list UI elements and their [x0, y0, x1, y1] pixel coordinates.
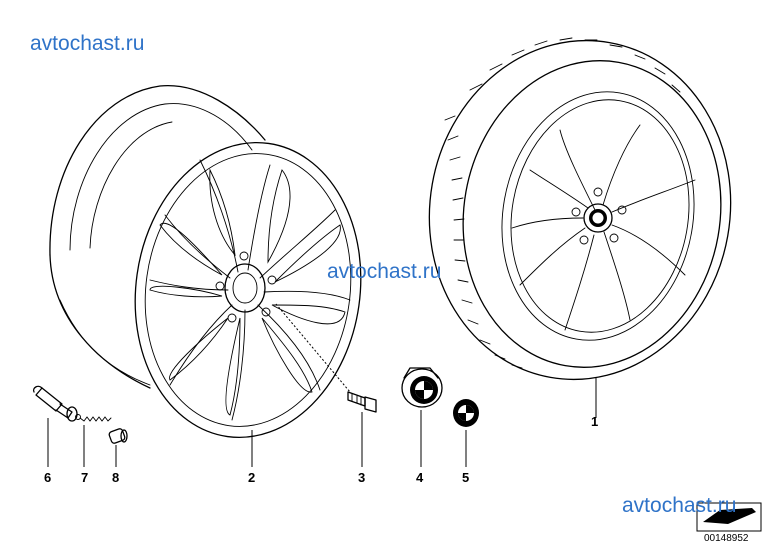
document-number: 00148952	[704, 533, 749, 544]
watermark-top-left: avtochast.ru	[30, 32, 145, 55]
car-silhouette-icon	[696, 502, 762, 532]
leader-lines	[47, 303, 597, 467]
callout-2: 2	[248, 470, 256, 485]
valve-spring-drawing	[75, 414, 112, 422]
callout-1: 1	[591, 414, 599, 429]
valve-cap-drawing	[108, 428, 128, 444]
callout-8: 8	[112, 470, 120, 485]
wheel-bolt-drawing	[347, 391, 377, 413]
tyre-wheel-drawing	[428, 37, 732, 381]
callout-6: 6	[44, 470, 52, 485]
callout-4: 4	[416, 470, 424, 485]
callout-7: 7	[81, 470, 89, 485]
rim-drawing	[49, 84, 362, 439]
emblem-drawing	[453, 399, 479, 427]
watermark-bottom-right: avtochast.ru	[622, 494, 737, 517]
valve-drawing	[32, 385, 78, 422]
watermark-center: avtochast.ru	[327, 260, 442, 283]
callout-5: 5	[462, 470, 470, 485]
callout-3: 3	[358, 470, 366, 485]
center-cap-drawing	[401, 367, 443, 408]
